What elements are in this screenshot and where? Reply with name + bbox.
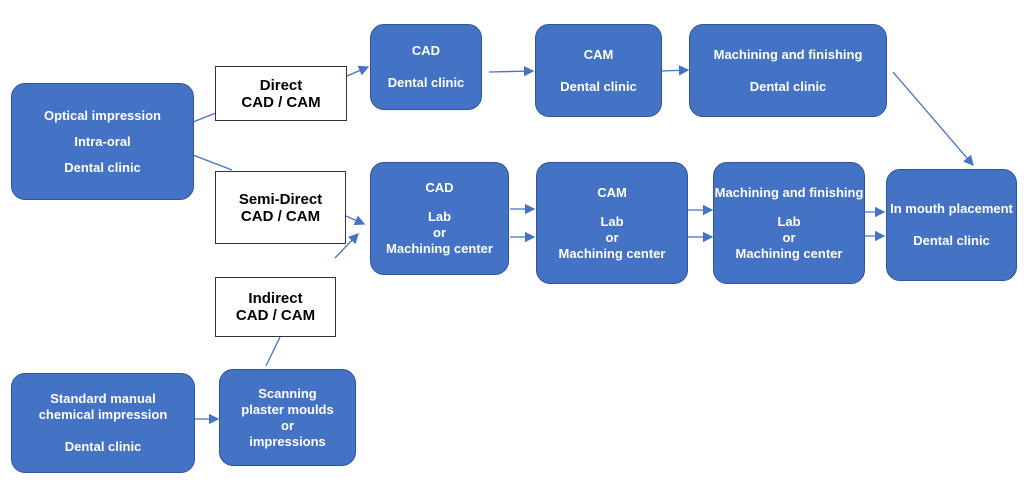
- optical-impression-title: Optical impression: [43, 107, 162, 123]
- cam-lab-line2: Lab: [600, 213, 624, 229]
- machining-clinic-box: Machining and finishing Dental clinic: [689, 24, 887, 117]
- arrow-cad-top-to-cam-top: [488, 66, 535, 77]
- connector-optical-to-direct: [192, 112, 217, 123]
- placement-location: Dental clinic: [913, 233, 990, 248]
- cad-clinic-box: CAD Dental clinic: [370, 24, 482, 110]
- scanning-line3: or: [281, 417, 294, 433]
- arrow-direct-to-cad-top: [346, 65, 370, 77]
- cam-lab-line3: or: [605, 229, 619, 245]
- cam-lab-line4: Machining center: [558, 245, 666, 261]
- placement-box: In mouth placement Dental clinic: [886, 169, 1017, 281]
- connector-scanning-to-indirect: [265, 336, 281, 367]
- cad-clinic-location: Dental clinic: [387, 75, 465, 90]
- semidirect-label-line1: Semi-Direct: [238, 190, 323, 208]
- cam-lab-box: CAM Lab or Machining center: [536, 162, 688, 284]
- standard-impression-location: Dental clinic: [64, 439, 142, 454]
- standard-impression-line1: Standard manual: [50, 391, 156, 406]
- cam-lab-title: CAM: [597, 184, 627, 200]
- semidirect-cadcam-label: Semi-Direct CAD / CAM: [215, 171, 346, 244]
- arrow-indirect-to-cad-lab: [334, 233, 359, 259]
- cad-lab-line4: Machining center: [386, 241, 493, 256]
- cam-clinic-box: CAM Dental clinic: [535, 24, 662, 117]
- placement-title: In mouth placement: [890, 201, 1013, 216]
- direct-label-line2: CAD / CAM: [241, 93, 321, 111]
- scanning-line4: impressions: [249, 433, 326, 449]
- optical-impression-subtitle: Intra-oral: [74, 133, 131, 149]
- indirect-cadcam-label: Indirect CAD / CAM: [215, 277, 336, 337]
- cad-clinic-title: CAD: [411, 43, 441, 58]
- scanning-line1: Scanning: [258, 385, 317, 401]
- machining-lab-line2: Lab: [777, 213, 801, 229]
- direct-label-line1: Direct: [259, 76, 303, 94]
- machining-lab-line4: Machining center: [735, 245, 843, 261]
- connector-optical-to-semidirect: [192, 154, 233, 171]
- optical-impression-box: Optical impression Intra-oral Dental cli…: [11, 83, 194, 200]
- direct-cadcam-label: Direct CAD / CAM: [215, 66, 347, 121]
- arrow-mach-top-to-placement: [892, 71, 974, 166]
- semidirect-label-line2: CAD / CAM: [240, 207, 321, 225]
- arrow-cam-top-to-mach-top: [661, 65, 690, 76]
- scanning-line2: plaster moulds: [241, 401, 334, 417]
- cad-lab-box: CAD Lab or Machining center: [370, 162, 509, 275]
- optical-impression-location: Dental clinic: [64, 159, 141, 175]
- indirect-label-line2: CAD / CAM: [235, 307, 316, 324]
- cam-clinic-title: CAM: [583, 46, 614, 62]
- indirect-label-line1: Indirect: [248, 290, 303, 307]
- machining-lab-line3: or: [782, 229, 796, 245]
- standard-impression-box: Standard manual chemical impression Dent…: [11, 373, 195, 473]
- machining-clinic-title: Machining and finishing: [713, 46, 863, 62]
- arrow-semidirect-to-cad-lab: [345, 215, 366, 226]
- standard-impression-line2: chemical impression: [38, 407, 168, 422]
- cad-lab-line3: or: [433, 225, 446, 240]
- machining-lab-title: Machining and finishing: [714, 184, 864, 200]
- machining-clinic-location: Dental clinic: [749, 78, 827, 94]
- machining-lab-box: Machining and finishing Lab or Machining…: [713, 162, 865, 284]
- cad-lab-line2: Lab: [427, 209, 452, 224]
- cad-lab-title: CAD: [425, 180, 454, 195]
- scanning-box: Scanning plaster moulds or impressions: [219, 369, 356, 466]
- cam-clinic-location: Dental clinic: [560, 78, 637, 94]
